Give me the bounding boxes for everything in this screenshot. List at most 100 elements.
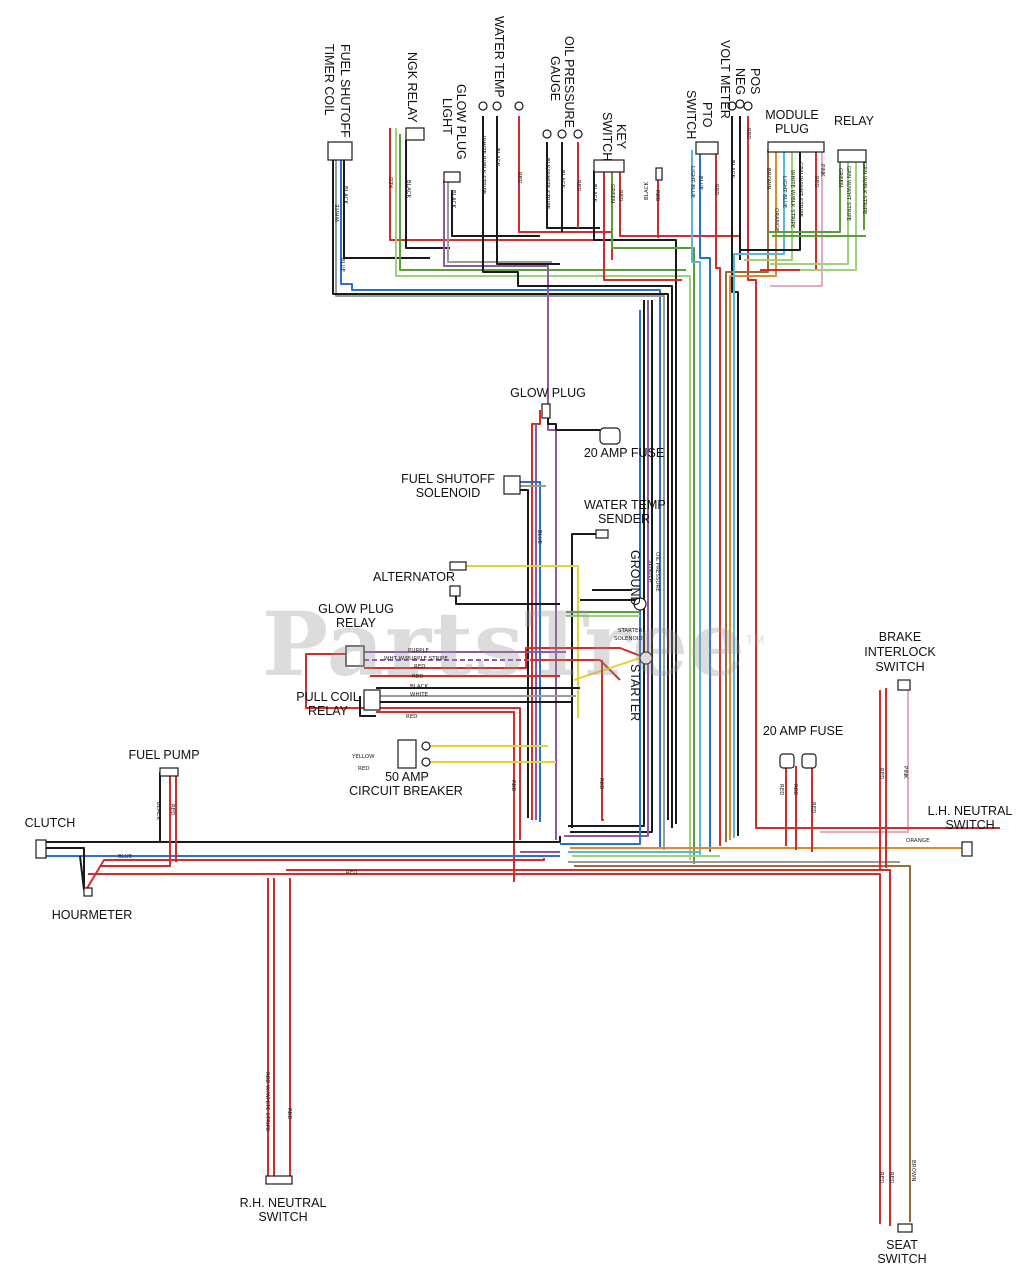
wire-label-grn-wht-relay: GRN W/WHT STRIPE (845, 166, 851, 222)
wire-relay-green2 (770, 160, 849, 265)
label-alternator: ALTERNATOR (373, 570, 455, 584)
label-rh-neutral-1: R.H. NEUTRAL (239, 1196, 327, 1210)
wire-label-black-timer: BLACK (342, 186, 348, 205)
wire-label-red-volt: RED (745, 128, 751, 140)
label-circuit-breaker-1: 50 AMP (385, 770, 429, 784)
wire-relay-green1 (768, 160, 841, 233)
wire-label-black-pcr: BLACK (410, 684, 429, 690)
wire-label-red-oil: RED (575, 180, 581, 192)
brake-switch-connector (897, 679, 911, 691)
timer-coil-connector (327, 141, 353, 161)
wire-gpr-red2 (364, 647, 647, 669)
wire-label-black-glow: BLACK (450, 190, 456, 209)
fuel-pump-connector (159, 767, 179, 777)
circuit-breaker-body (397, 739, 417, 769)
wire-label-wht-purple: WHT W/PURPLE STRIPE (384, 656, 448, 662)
label-pto-switch-2: SWITCH (684, 90, 698, 140)
label-oil-pressure-gauge-1: OIL PRESSURE (562, 36, 576, 128)
label-ground: GROUND (628, 550, 642, 606)
wire-key-green (611, 170, 695, 864)
label-starter: STARTER (628, 664, 642, 722)
oil-sender (633, 597, 647, 611)
label-fuel-shutoff-solenoid-2: SOLENOID (415, 486, 481, 500)
label-circuit-breaker-2: CIRCUIT BREAKER (349, 784, 463, 798)
wire-label-red-fuse1: RED (778, 784, 784, 796)
wire-pto-lightblue (691, 150, 701, 856)
wire-label-red-ngk: RED (389, 176, 395, 188)
label-oil-pressure-gauge-2: GAUGE (548, 56, 562, 102)
label-glow-plug: GLOW PLUG (510, 386, 586, 400)
wire-brown (574, 865, 911, 1222)
fuse-right-2 (801, 753, 817, 769)
label-pto-switch-1: PTO (700, 102, 714, 128)
wire-label-red-module: RED (813, 176, 819, 188)
wire-label-purple: PURPLE (408, 648, 430, 654)
wire-fss-blue (520, 481, 541, 822)
label-brake-interlock-1: BRAKE (878, 630, 922, 644)
wire-label-red-pto: RED (713, 184, 719, 196)
key-switch-connector (593, 159, 625, 173)
alternator-connector (449, 561, 467, 571)
wire-label-red-key2: RED (654, 190, 660, 202)
wire-label-black-pump: BLACK (155, 802, 161, 821)
wire-label-red-main: RED (346, 870, 358, 876)
wire-ngk-red (389, 128, 613, 260)
label-glow-plug-relay-1: GLOW PLUG (318, 602, 394, 616)
label-key-switch-1: KEY (614, 124, 628, 150)
label-water-temp-sender-1: WATER TEMP (584, 498, 666, 512)
wire-key-red2 (619, 170, 740, 237)
wire-label-red-pcr2: RED (510, 780, 516, 792)
pull-coil-connector (363, 689, 381, 711)
glow-relay-connector (345, 645, 365, 667)
label-rh-neutral-2: SWITCH (258, 1210, 308, 1224)
label-module-plug-2: PLUG (774, 122, 810, 136)
label-oil-pressure-sender-2: SENDER (647, 560, 653, 583)
wire-label-red-pump: RED (169, 804, 175, 816)
seat-switch-connector (897, 1223, 913, 1233)
ngk-relay-connector (405, 127, 425, 141)
wire-label-white-blk: WHITE W/BLK STRIPE (480, 136, 486, 195)
wire-timer-coil-black (343, 160, 430, 259)
wire-gpr-red (305, 653, 521, 840)
lh-neutral-connector (961, 841, 973, 857)
wire-label-light-blue-module: LIGHT BLUE (781, 176, 787, 209)
label-pull-coil-relay-1: PULL COIL (296, 690, 360, 704)
wire-label-orange-lh: ORANGE (906, 838, 930, 844)
wire-timer-coil-white (335, 160, 665, 850)
wire-timer-coil-blue (340, 160, 661, 848)
wire-label-red-gpr: RED (414, 664, 426, 670)
wire-label-red-water: RED (516, 172, 522, 184)
wire-fss-black (520, 489, 529, 818)
wire-label-pink-module: PINK (819, 164, 825, 177)
wire-label-red-seat1: RED (878, 1172, 884, 1184)
label-glow-plug-light-2: LIGHT (440, 98, 454, 135)
watermark: PartsTreeTM (262, 592, 766, 696)
label-lh-neutral-2: SWITCH (945, 818, 995, 832)
wire-label-red-brake: RED (878, 768, 884, 780)
wire-label-red-cb: RED (358, 766, 370, 772)
wire-glowlight-black (451, 190, 540, 237)
label-seat-switch-2: SWITCH (877, 1252, 927, 1266)
pto-switch-connector (695, 141, 719, 155)
fuse-top (599, 427, 621, 445)
wire-oilgauge-black (546, 142, 600, 229)
label-key-switch-2: SWITCH (600, 112, 614, 162)
wire-label-red-gpr2: RED (412, 674, 424, 680)
wire-module-pink (770, 148, 823, 287)
label-hourmeter: HOURMETER (51, 908, 133, 922)
wire-volt-red (747, 116, 1000, 829)
label-fuel-pump: FUEL PUMP (128, 748, 200, 762)
wire-label-red-rh: RED (286, 1108, 292, 1120)
wire-label-brown: BROWN (765, 168, 771, 190)
wire-glowlight-purple (443, 180, 557, 840)
glow-plug-body (541, 403, 551, 419)
label-starter-solenoid-2: SOLENOID (614, 636, 643, 642)
wire-label-red-starter: RED (598, 778, 604, 790)
wire-main-red (88, 873, 881, 1224)
wire-watertemp-black (482, 116, 673, 828)
label-20-amp-fuse-right: 20 AMP FUSE (762, 724, 844, 738)
wire-watertemp-red (518, 116, 612, 233)
wire-label-black-oil: BLACK (559, 170, 565, 189)
wire-watertemp-black2 (496, 116, 560, 265)
